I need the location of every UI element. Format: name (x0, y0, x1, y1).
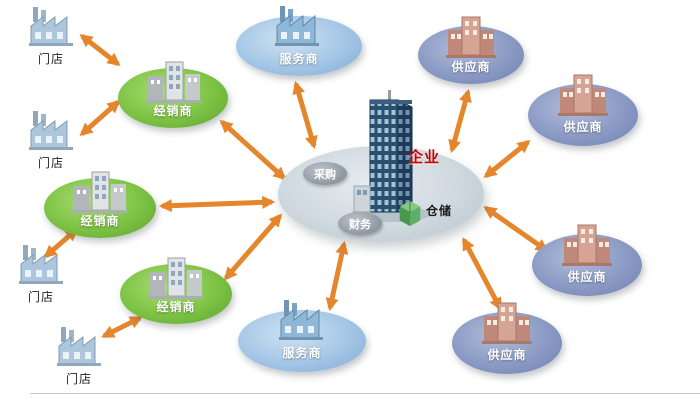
supplier-label: 供应商 (451, 60, 491, 74)
supplier-building-icon (562, 222, 612, 266)
procurement-pill: 采购 (303, 162, 347, 185)
distributor-label: 经销商 (153, 104, 193, 118)
store-factory-icon (16, 244, 66, 286)
store-label: 门店 (27, 290, 54, 304)
supplier-label: 供应商 (487, 348, 527, 362)
store-label: 门店 (37, 52, 64, 66)
supplier-building-icon (446, 14, 496, 58)
distributor-label: 经销商 (156, 300, 196, 314)
supplier-building-icon (482, 300, 532, 344)
store-factory-icon (54, 326, 104, 368)
enterprise-label: 企业 (408, 149, 441, 166)
supplier-label: 供应商 (567, 270, 607, 284)
bottom-divider (30, 393, 700, 394)
store-factory-icon (26, 110, 76, 152)
distributor-building-icon (148, 252, 204, 300)
store-label: 门店 (37, 156, 64, 170)
service-factory-icon (276, 298, 326, 342)
service-label: 服务商 (279, 52, 319, 66)
supplier-building-icon (558, 72, 608, 116)
procurement-label: 采购 (314, 168, 336, 181)
store-label: 门店 (65, 372, 92, 386)
distributor-label: 经销商 (80, 214, 120, 228)
store-factory-icon (26, 6, 76, 48)
distributor-building-icon (72, 166, 128, 214)
finance-pill: 财务 (338, 212, 382, 235)
service-label: 服务商 (282, 346, 322, 360)
finance-label: 财务 (349, 218, 371, 231)
warehouse-box-icon (396, 196, 424, 230)
warehouse-label: 仓储 (426, 204, 453, 218)
distributor-building-icon (146, 56, 202, 104)
supplier-label: 供应商 (563, 120, 603, 134)
service-factory-icon (272, 4, 322, 48)
